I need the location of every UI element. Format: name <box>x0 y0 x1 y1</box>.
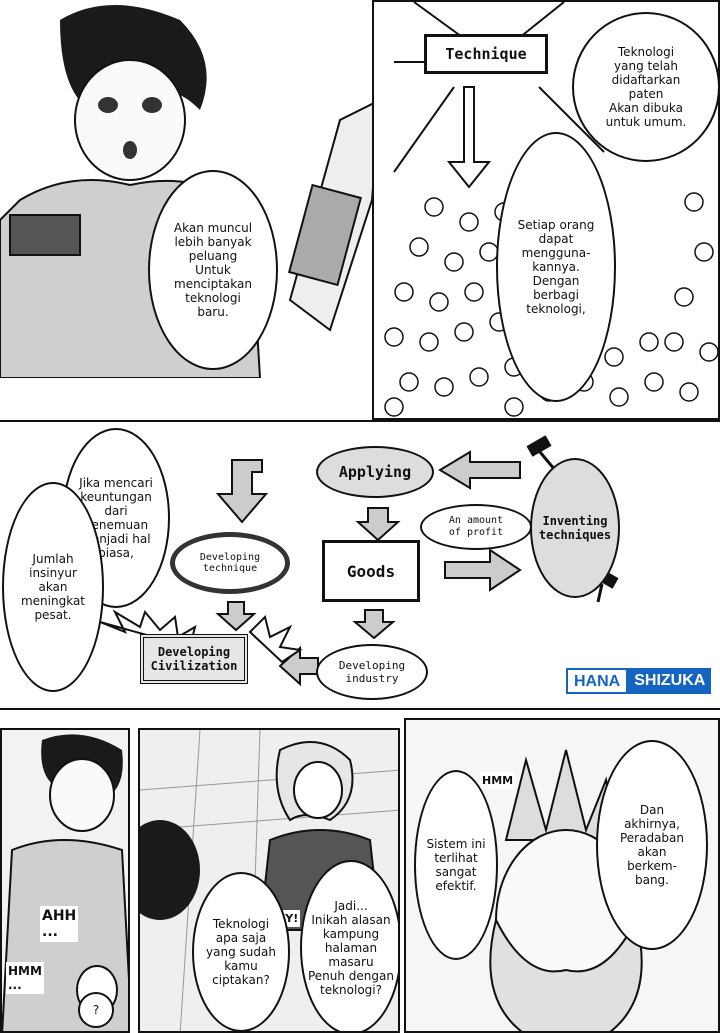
node-label: Developing technique <box>199 552 261 574</box>
bubble-text: Teknologi yang telah didaftarkan paten A… <box>605 45 687 129</box>
question-mark: ? <box>92 1003 100 1017</box>
node-label: Applying <box>338 463 412 481</box>
watermark: HANA SHIZUKA <box>566 668 712 694</box>
speech-bubble-patent: Teknologi yang telah didaftarkan paten A… <box>572 12 718 162</box>
panel-flowchart: Jika mencari keuntungan dari penemuan Me… <box>0 420 720 710</box>
bubble-text: Teknologi apa saja yang sudah kamu cipta… <box>206 917 276 987</box>
panel-character-speaking: Akan muncul lebih banyak peluang Untuk m… <box>0 0 372 378</box>
flow-node-goods: Goods <box>322 540 420 602</box>
panel-technique-diagram: Technique Teknologi yang telah didaftark… <box>372 0 720 420</box>
panel-girl-conversation: -HEY! Teknologi apa saja yang sudah kamu… <box>138 728 400 1033</box>
speech-bubble-opportunity: Akan muncul lebih banyak peluang Untuk m… <box>148 170 278 370</box>
sfx-ahh: AHH ... <box>40 906 79 942</box>
sfx-hmm-left: HMM ... <box>6 962 44 994</box>
flow-node-inventing: Inventing techniques <box>530 458 620 598</box>
speech-bubble-engineers: Jumlah insinyur akan meningkat pesat. <box>2 482 104 692</box>
bubble-text: Jadi... Inikah alasan kampung halaman ma… <box>307 898 394 997</box>
bubble-text: Dan akhirnya, Peradaban akan berkem- ban… <box>619 803 685 887</box>
bubble-text: Akan muncul lebih banyak peluang Untuk m… <box>173 221 253 319</box>
node-label: An amount of profit <box>448 515 504 538</box>
thought-bubble-question: ? <box>78 992 114 1028</box>
speech-bubble-effective: Sistem ini terlihat sangat efektif. <box>414 770 498 960</box>
bubble-text: Sistem ini terlihat sangat efektif. <box>426 837 486 893</box>
flow-node-developing-technique: Developing technique <box>170 532 290 594</box>
node-label: Developing Civilization <box>150 645 238 673</box>
bubble-text: Jumlah insinyur akan meningkat pesat. <box>20 552 86 622</box>
flow-node-developing-civilization: Developing Civilization <box>140 634 248 684</box>
watermark-shizuka: SHIZUKA <box>628 668 712 694</box>
flow-node-amount-of-profit: An amount of profit <box>420 504 532 550</box>
node-label: Inventing techniques <box>538 514 612 542</box>
flow-node-applying: Applying <box>316 446 434 498</box>
speech-bubble-reason: Jadi... Inikah alasan kampung halaman ma… <box>300 860 398 1031</box>
technique-label: Technique <box>445 45 527 63</box>
sfx-hmm-right: HMM <box>480 772 516 789</box>
speech-bubble-civilization: Dan akhirnya, Peradaban akan berkem- ban… <box>596 740 708 950</box>
watermark-hana: HANA <box>566 668 629 694</box>
speech-bubble-what-tech: Teknologi apa saja yang sudah kamu cipta… <box>192 872 290 1031</box>
node-label: Developing industry <box>338 659 406 685</box>
flow-node-developing-industry: Developing industry <box>316 644 428 700</box>
panel-king: HMM Sistem ini terlihat sangat efektif. … <box>404 718 720 1033</box>
technique-label-box: Technique <box>424 34 548 74</box>
bubble-text: Setiap orang dapat mengguna- kannya. Den… <box>517 218 595 316</box>
panel-boy-thinking: AHH ... HMM ... ? <box>0 728 130 1033</box>
speech-bubble-everyone: Setiap orang dapat mengguna- kannya. Den… <box>496 132 616 402</box>
flow-arrows <box>99 435 619 687</box>
node-label: Goods <box>346 561 396 581</box>
